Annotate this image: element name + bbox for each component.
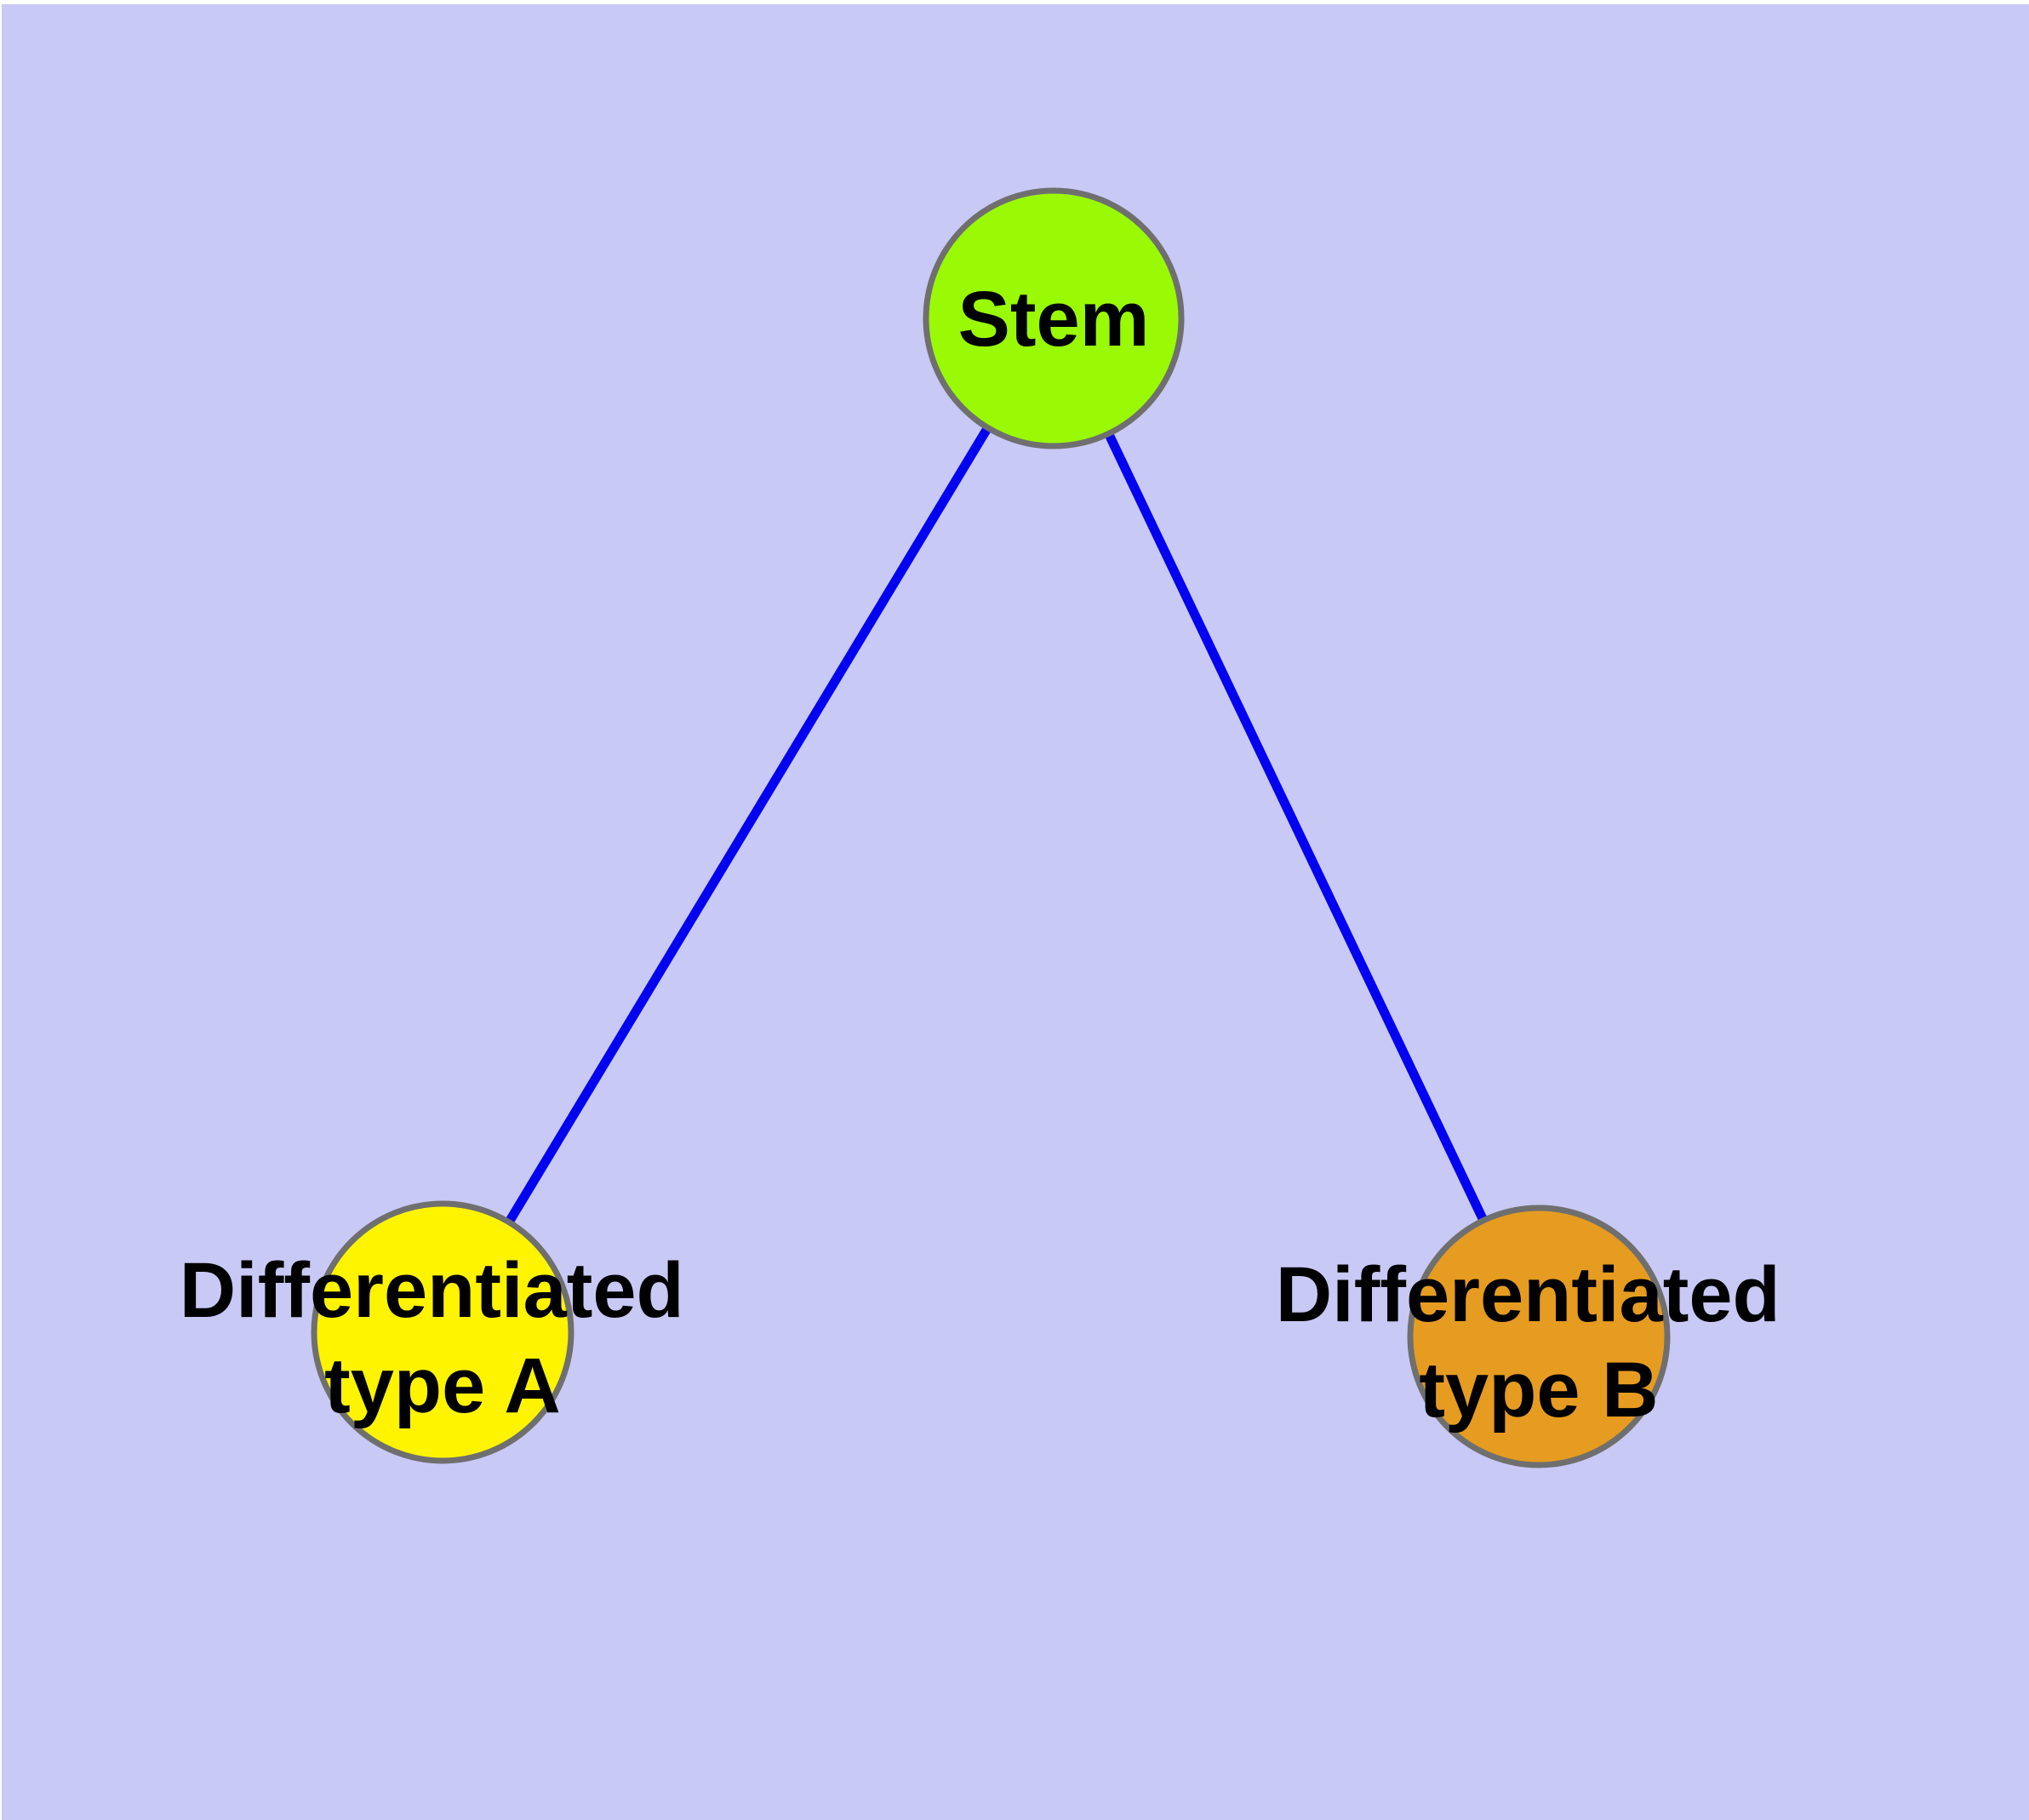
node-stem-label: Stem — [958, 276, 1150, 363]
label-line: Differentiated — [1276, 1251, 1780, 1338]
edge-stem-to-type-b — [1049, 316, 1543, 1339]
edge-stem-to-type-a — [438, 316, 1058, 1335]
label-line: type A — [324, 1342, 561, 1429]
node-differentiated-type-b: Differentiated type B — [1276, 1205, 1803, 1468]
node-stem-circle — [923, 187, 1185, 449]
node-differentiated-type-b-circle — [1407, 1205, 1671, 1468]
label-line: type B — [1419, 1347, 1658, 1434]
node-differentiated-type-a: Differentiated type A — [180, 1200, 706, 1464]
node-differentiated-type-b-label: Differentiated type B — [1276, 1251, 1803, 1434]
node-differentiated-type-a-label: Differentiated type A — [180, 1247, 706, 1429]
node-stem: Stem — [923, 187, 1185, 449]
label-line: Differentiated — [180, 1247, 684, 1334]
node-differentiated-type-a-circle — [311, 1200, 574, 1464]
